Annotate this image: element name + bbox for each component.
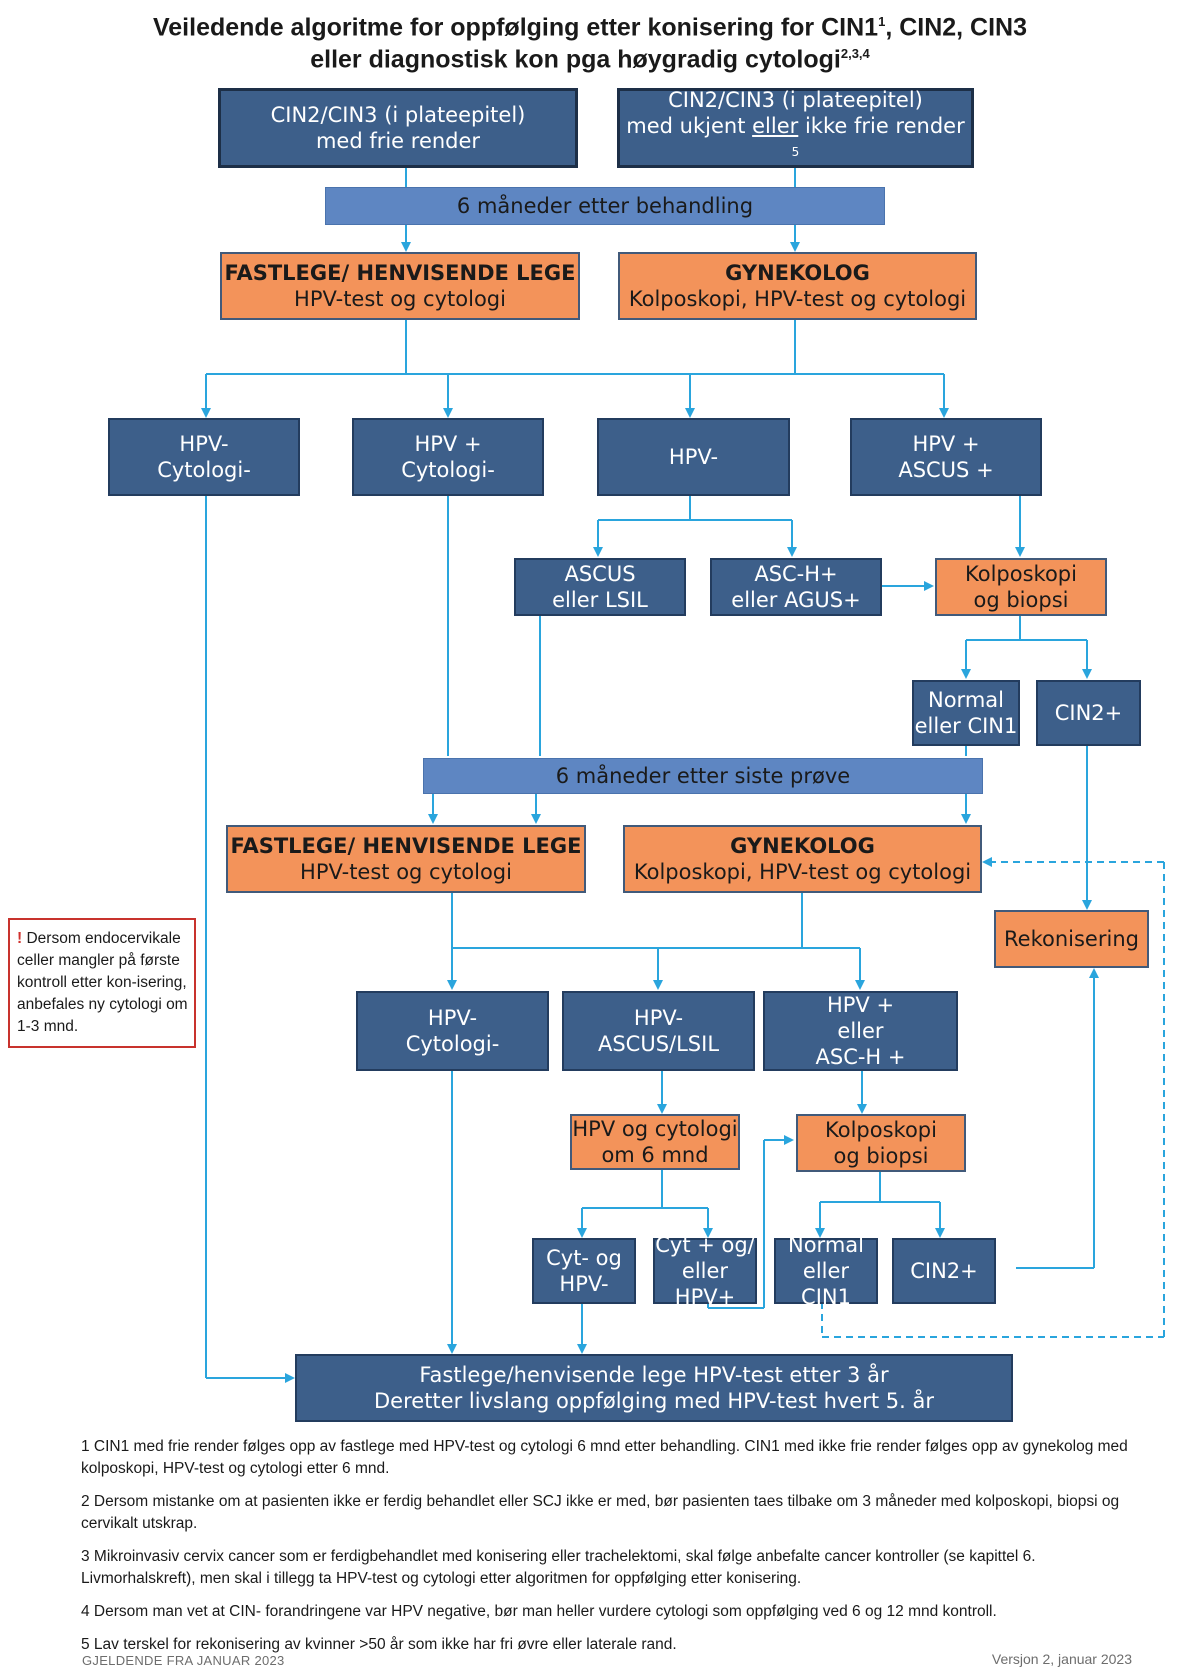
footnote-3: 3 Mikroinvasiv cervix cancer som er ferd… bbox=[81, 1548, 1036, 1587]
result-hpv-neg: HPV- bbox=[597, 418, 790, 496]
result-hpv-pos-cyt-neg: HPV + Cytologi- bbox=[352, 418, 544, 496]
start-box-unknown-margins: CIN2/CIN3 (i plateepitel) med ukjent ell… bbox=[617, 88, 974, 168]
page-title-line2: eller diagnostisk kon pga høygradig cyto… bbox=[310, 45, 870, 74]
gynecologist-box-1: GYNEKOLOG Kolposkopi, HPV-test og cytolo… bbox=[618, 252, 977, 320]
result-normal-cin1-2: Normal eller CIN1 bbox=[774, 1233, 878, 1309]
footer-version: Versjon 2, januar 2023 bbox=[991, 1651, 1132, 1667]
page-title: Veiledende algoritme for oppfølging ette… bbox=[152, 13, 1028, 42]
band-6-months-after-last-test: 6 måneder etter siste prøve bbox=[423, 758, 983, 794]
endocervical-cells-note: ! Dersom endocervikale celler mangler på… bbox=[8, 918, 196, 1048]
result-hpv-neg-cyt-neg: HPV- Cytologi- bbox=[108, 418, 300, 496]
result-cin2plus-1: CIN2+ bbox=[1036, 680, 1141, 746]
footnote-4: 4 Dersom man vet at CIN- forandringene v… bbox=[81, 1603, 997, 1620]
final-followup-box: Fastlege/henvisende lege HPV-test etter … bbox=[295, 1354, 1013, 1422]
result-ascus-lsil: ASCUS eller LSIL bbox=[514, 558, 686, 616]
gynecologist-box-2: GYNEKOLOG Kolposkopi, HPV-test og cytolo… bbox=[623, 825, 982, 893]
colposcopy-biopsy-2: Kolposkopi og biopsi bbox=[796, 1114, 966, 1172]
result2-hpv-pos-asch: HPV + eller ASC-H + bbox=[763, 991, 958, 1071]
gp-box-1: FASTLEGE/ HENVISENDE LEGE HPV-test og cy… bbox=[220, 252, 580, 320]
result-hpv-pos-ascus: HPV + ASCUS + bbox=[850, 418, 1042, 496]
result2-hpv-neg-cyt-neg: HPV- Cytologi- bbox=[356, 991, 549, 1071]
colposcopy-biopsy-1: Kolposkopi og biopsi bbox=[935, 558, 1107, 616]
footer-valid-from: GJELDENDE FRA JANUAR 2023 bbox=[82, 1653, 285, 1668]
result2-hpv-neg-ascus-lsil: HPV- ASCUS/LSIL bbox=[562, 991, 755, 1071]
result-cyt-neg-hpv-neg: Cyt- og HPV- bbox=[532, 1238, 636, 1304]
reconization-box: Rekonisering bbox=[994, 910, 1149, 968]
start-box-free-margins: CIN2/CIN3 (i plateepitel) med frie rende… bbox=[218, 88, 578, 168]
result-cin2plus-2: CIN2+ bbox=[892, 1238, 996, 1304]
warning-exclamation-icon: ! bbox=[17, 930, 23, 947]
result-cyt-pos-hpv-pos: Cyt + og/ eller HPV+ bbox=[653, 1233, 757, 1309]
footnote-5: 5 Lav terskel for rekonisering av kvinne… bbox=[81, 1636, 677, 1653]
result-asch-agus: ASC-H+ eller AGUS+ bbox=[710, 558, 882, 616]
gp-box-2: FASTLEGE/ HENVISENDE LEGE HPV-test og cy… bbox=[226, 825, 586, 893]
band-6-months-after-treatment: 6 måneder etter behandling bbox=[325, 187, 885, 225]
hpv-cytology-6-months: HPV og cytologi om 6 mnd bbox=[570, 1114, 740, 1170]
result-normal-cin1-1: Normal eller CIN1 bbox=[912, 680, 1020, 746]
footnote-2: 2 Dersom mistanke om at pasienten ikke e… bbox=[81, 1493, 1120, 1532]
footnote-1: 1 CIN1 med frie render følges opp av fas… bbox=[81, 1438, 1128, 1477]
